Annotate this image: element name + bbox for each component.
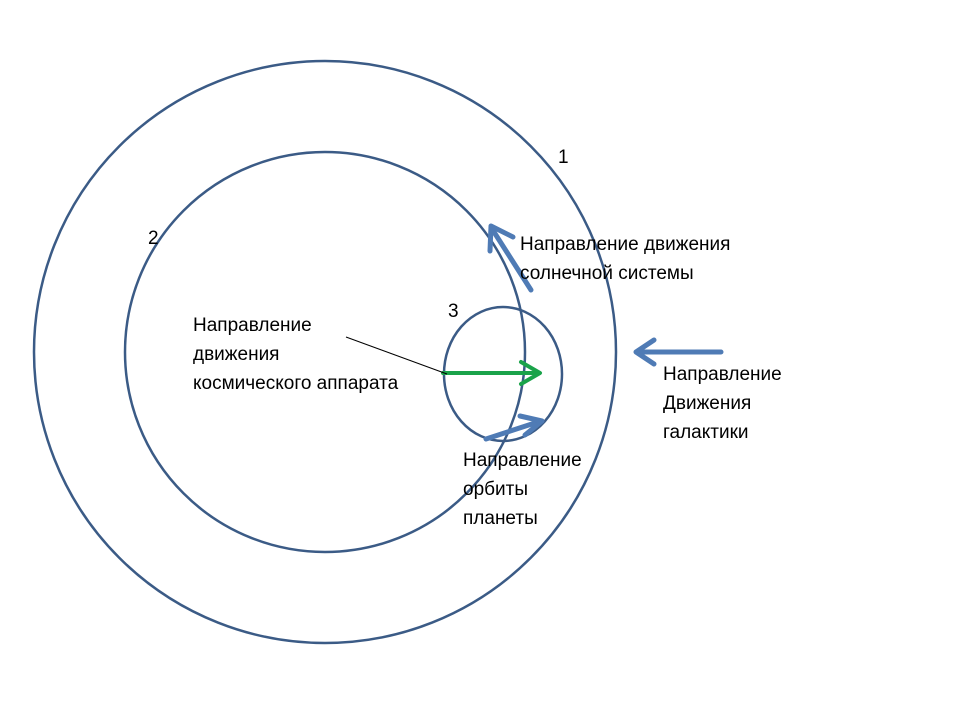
- middle-orbit: [123, 150, 527, 554]
- planet-orbit-direction-label: Направление орбиты планеты: [463, 446, 582, 533]
- spacecraft-arrow: [441, 360, 542, 386]
- galaxy-arrow: [633, 337, 724, 367]
- galaxy-label-line-3: галактики: [663, 422, 749, 443]
- label-number-planet: 3: [448, 301, 459, 322]
- spacecraft-label-line-1: Направление: [193, 315, 312, 336]
- planet-orbit-label-line-3: планеты: [463, 508, 538, 529]
- outer-orbit: [32, 59, 618, 645]
- solar-system-direction-label: Направление движения солнечной системы: [520, 230, 730, 288]
- galaxy-label-line-1: Направление: [663, 364, 782, 385]
- galaxy-label-line-2: Движения: [663, 393, 752, 414]
- planet-orbit-label-line-1: Направление: [463, 450, 582, 471]
- spacecraft-direction-label: Направление движения космического аппара…: [193, 311, 398, 398]
- solar-system-label-line-1: Направление движения: [520, 234, 731, 255]
- galaxy-direction-label: Направление Движения галактики: [663, 360, 782, 447]
- label-number-outer: 1: [558, 147, 569, 168]
- planet-orbit-arrow: [483, 413, 545, 442]
- spacecraft-label-line-2: движения: [193, 344, 280, 365]
- solar-system-label-line-2: солнечной системы: [520, 263, 694, 284]
- label-number-middle: 2: [148, 228, 159, 249]
- solar-system-arrow: [487, 223, 534, 293]
- spacecraft-pointer-line: [345, 336, 448, 375]
- spacecraft-label-line-3: космического аппарата: [193, 373, 399, 394]
- planet-orbit-label-line-2: орбиты: [463, 479, 528, 500]
